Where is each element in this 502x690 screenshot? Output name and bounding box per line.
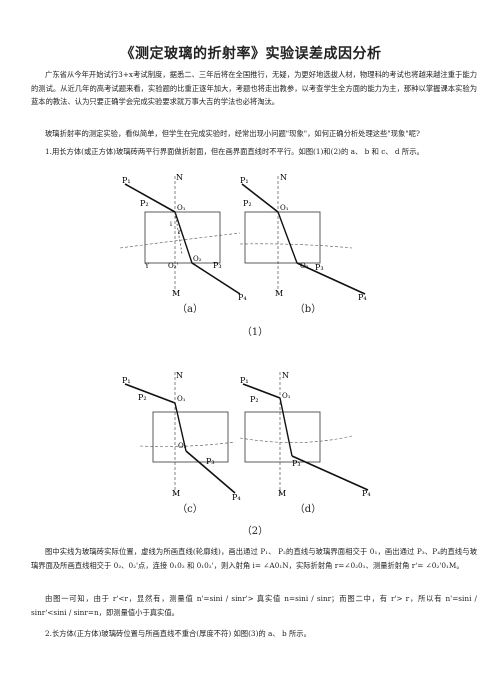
label-P2: P₂ — [138, 393, 147, 402]
paragraph-case1: 1.用长方体(或正方体)玻璃砖两平行界面做折射面，但在画界面直线时不平行。如图(… — [45, 147, 424, 156]
caption-d: （d） — [294, 504, 322, 515]
paragraph-question: 玻璃折射率的测定实验，看似简单，但学生在完成实验时，经常出现小问题"现象"，如何… — [45, 129, 420, 138]
label-P3: P₃ — [206, 457, 215, 466]
label-N: N — [176, 371, 183, 380]
label-P1: P₁ — [122, 176, 131, 185]
label-O2: O₂ — [178, 442, 187, 450]
label-P1: P₁ — [122, 376, 131, 385]
paragraph-intro: 广东省从今年开始试行3+x考试制度，据悉二、三年后将在全国推行，无疑，为更好地选… — [31, 70, 477, 107]
label-P4: P₄ — [232, 493, 241, 502]
caption-b: （b） — [294, 304, 322, 315]
label-M: M — [172, 289, 180, 298]
label-P2: P₂ — [140, 199, 149, 208]
caption-group-2: （2） — [241, 526, 269, 537]
label-r: r — [178, 229, 181, 236]
label-P2: P₂ — [243, 199, 252, 208]
document-title: 《测定玻璃的折射率》实验误差成因分析 — [120, 46, 382, 62]
label-N: N — [282, 371, 289, 380]
label-O1: O₁ — [177, 204, 186, 212]
label-P4: P₄ — [362, 489, 371, 498]
label-P4: P₄ — [238, 293, 247, 302]
label-P1: P₁ — [240, 176, 249, 185]
label-O2p: O₂' — [168, 262, 179, 270]
paragraph-analysis: 由图一可知，由于 r'<r，显然有，测量值 n'=sini / sinr'> 真… — [31, 594, 477, 617]
label-O2: O₂ — [300, 262, 309, 270]
caption-c: （c） — [177, 504, 203, 515]
label-P2: P₂ — [250, 395, 259, 404]
paragraph-case2: 2.长方体(正方体)玻璃砖位置与所画直线不重合(厚度不符) 如图(3)的 a、 … — [45, 629, 311, 638]
figure-a: P₁ P₂ N O₁ i r Y O₂' O₂ P₃ P₄ M — [120, 168, 255, 303]
figure-c: P₁ P₂ N O₁ O₂ P₃ P₄ M — [120, 368, 255, 503]
label-M: M — [172, 489, 180, 498]
label-P1: P₁ — [240, 376, 249, 385]
label-O1: O₁ — [280, 204, 289, 212]
label-P3: P₃ — [213, 261, 222, 270]
paragraph-explanation: 图中实线为玻璃砖实际位置，虚线为所画直线(轮廓线)，画出通过 P₁、 P₂的直线… — [31, 547, 477, 570]
label-N: N — [280, 173, 287, 182]
label-O2: O₂ — [193, 255, 202, 263]
caption-a: （a） — [177, 304, 203, 315]
label-P4: P₄ — [358, 293, 367, 302]
caption-group-1: （1） — [241, 327, 269, 338]
label-P3: P₃ — [315, 263, 324, 272]
label-M: M — [278, 489, 286, 498]
figure-d: P₁ P₂ N O₁ P₃ P₄ M — [240, 368, 375, 503]
figure-b: P₁ P₂ N O₁ O₂ P₃ P₄ M — [240, 168, 375, 303]
label-N: N — [176, 173, 183, 182]
label-P3: P₃ — [292, 459, 301, 468]
label-M: M — [275, 289, 283, 298]
label-O1: O₁ — [177, 395, 186, 403]
label-i: i — [170, 221, 172, 228]
label-Y: Y — [144, 263, 150, 270]
label-O1: O₁ — [282, 392, 291, 400]
